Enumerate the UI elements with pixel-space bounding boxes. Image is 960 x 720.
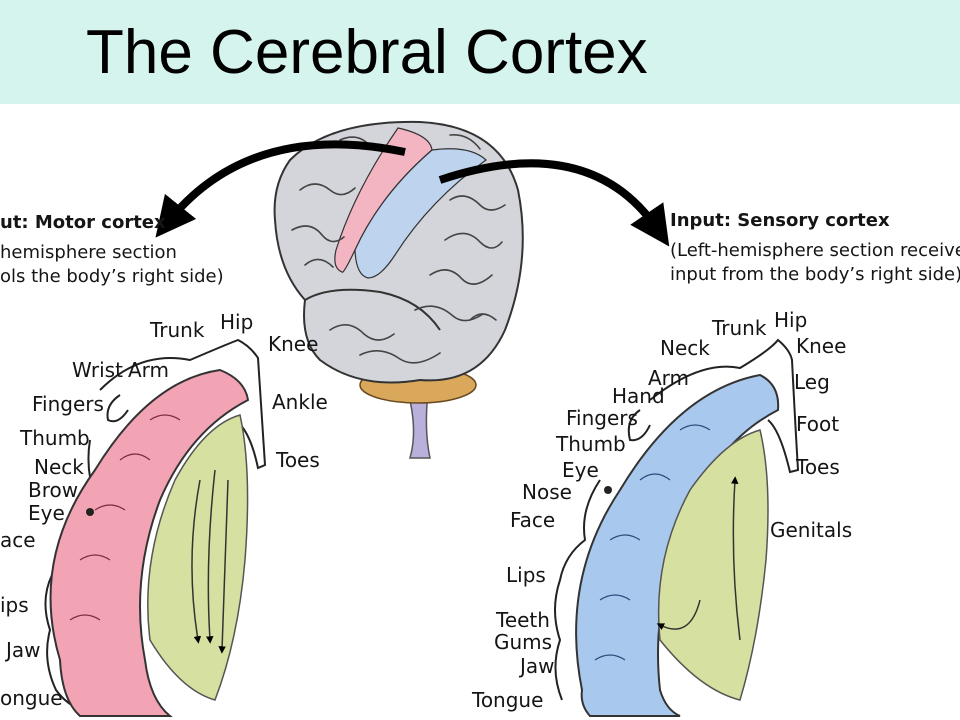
motor-label-jaw: Jaw	[6, 638, 41, 662]
title-bar	[0, 0, 960, 104]
sensory-label-knee: Knee	[796, 334, 847, 358]
sensory-label-teeth: Teeth	[496, 608, 550, 632]
sensory-label-arm: Arm	[648, 366, 690, 390]
motor-label-lips: ips	[0, 593, 29, 617]
motor-label-arm: Arm	[128, 358, 170, 382]
sensory-label-eye: Eye	[562, 458, 599, 482]
sensory-body-outline	[554, 338, 800, 701]
motor-label-fingers: Fingers	[32, 392, 104, 416]
sensory-inner-region	[657, 429, 769, 701]
sensory-label-genitals: Genitals	[770, 518, 853, 542]
sensory-label-lips: Lips	[506, 563, 546, 587]
sensory-eye	[604, 486, 612, 494]
motor-label-toes: Toes	[276, 448, 320, 472]
motor-desc-line2: ols the body’s right side)	[0, 266, 224, 287]
sensory-label-nose: Nose	[522, 480, 572, 504]
sensory-label-tongue: Tongue	[472, 688, 544, 712]
sensory-label-hand: Hand	[612, 384, 665, 408]
motor-label-neck: Neck	[34, 455, 84, 479]
sensory-strip	[354, 148, 487, 279]
sensory-desc-line2: input from the body’s right side)	[670, 264, 960, 285]
sensory-label-hip: Hip	[774, 308, 808, 332]
slide-title: The Cerebral Cortex	[86, 18, 648, 87]
sensory-label-toes: Toes	[796, 455, 840, 479]
motor-section	[44, 338, 267, 717]
sensory-label-leg: Leg	[794, 370, 830, 394]
motor-label-wrist: Wrist	[72, 358, 123, 382]
sensory-label-gums: Gums	[494, 630, 553, 654]
motor-eye	[86, 508, 94, 516]
motor-heading: ut: Motor cortex	[0, 212, 166, 233]
motor-label-tongue: ongue	[0, 686, 63, 710]
sensory-label-face: Face	[510, 508, 556, 532]
motor-label-thumb: Thumb	[20, 426, 90, 450]
sensory-label-foot: Foot	[796, 412, 840, 436]
sensory-heading: Input: Sensory cortex	[670, 210, 890, 231]
arrow-to-motor	[155, 140, 406, 238]
sensory-section	[554, 338, 800, 717]
motor-label-hip: Hip	[220, 310, 254, 334]
sensory-label-jaw: Jaw	[520, 654, 555, 678]
sensory-label-neck: Neck	[660, 336, 710, 360]
motor-desc-line1: hemisphere section	[0, 242, 177, 263]
sensory-label-fingers: Fingers	[566, 406, 638, 430]
motor-label-ankle: Ankle	[272, 390, 328, 414]
sensory-label-trunk: Trunk	[712, 316, 767, 340]
sensory-label-thumb: Thumb	[556, 432, 626, 456]
motor-label-knee: Knee	[268, 332, 319, 356]
motor-label-eye: Eye	[28, 501, 65, 525]
brain-illustration	[273, 120, 524, 384]
arrows	[155, 140, 670, 247]
motor-label-face: ace	[0, 528, 36, 552]
sensory-cortex-band	[575, 373, 780, 717]
motor-label-trunk: Trunk	[150, 318, 205, 342]
arrow-to-sensory	[438, 159, 670, 247]
sensory-desc-line1: (Left-hemisphere section receives	[670, 240, 960, 261]
motor-cortex-band	[49, 368, 250, 717]
motor-label-brow: Brow	[28, 478, 79, 502]
